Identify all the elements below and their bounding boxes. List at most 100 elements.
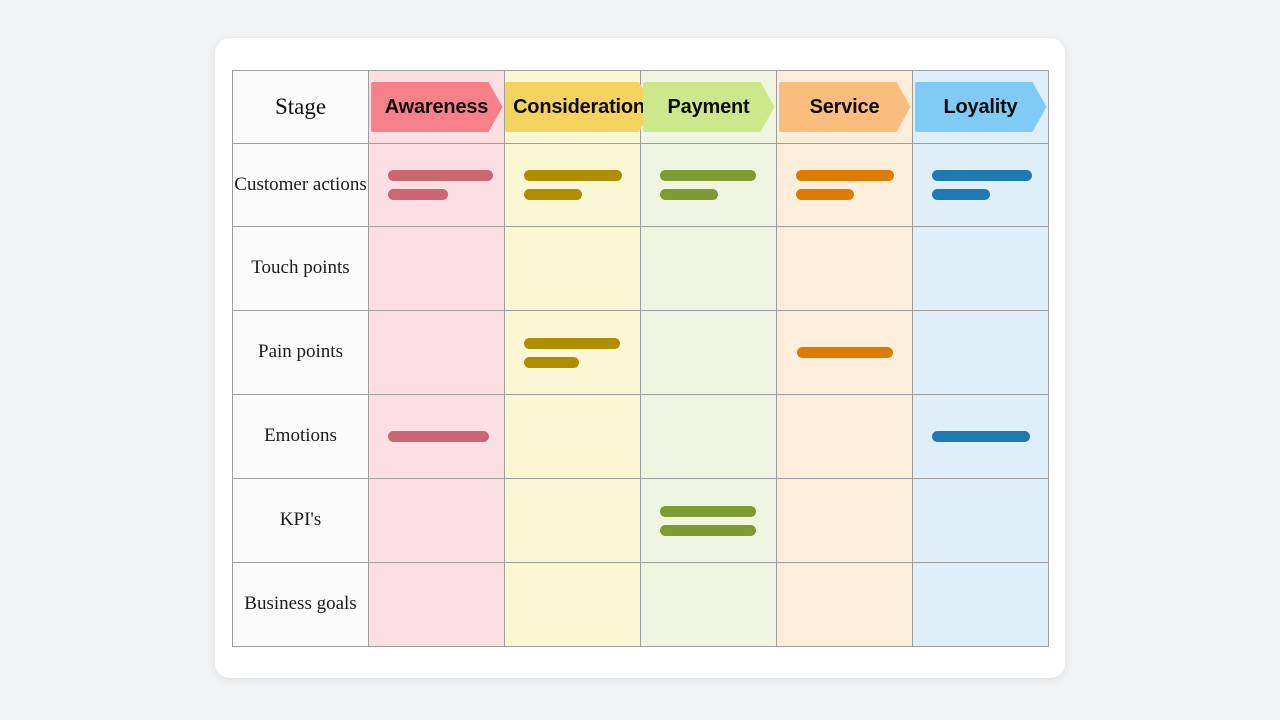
note-bar[interactable]	[388, 431, 489, 442]
stage-chevron-awareness[interactable]: Awareness	[371, 82, 503, 132]
stage-header-cell-loyality[interactable]: Loyality	[912, 70, 1049, 144]
stage-chevron-service[interactable]: Service	[779, 82, 911, 132]
cell-pain-points-loyality[interactable]	[912, 310, 1049, 395]
note-bar[interactable]	[796, 170, 894, 181]
cell-pain-points-service[interactable]	[776, 310, 913, 395]
stage-corner-label: Stage	[232, 70, 369, 144]
cell-customer-actions-consideration[interactable]	[504, 143, 641, 227]
stage-chevron-loyality[interactable]: Loyality	[915, 82, 1047, 132]
table-row: Customer actions	[232, 143, 1049, 227]
note-bar[interactable]	[524, 189, 582, 200]
cell-emotions-payment[interactable]	[640, 394, 777, 479]
cell-customer-actions-service[interactable]	[776, 143, 913, 227]
cell-customer-actions-payment[interactable]	[640, 143, 777, 227]
table-row: Touch points	[232, 226, 1049, 311]
note-group	[641, 479, 776, 562]
cell-emotions-loyality[interactable]	[912, 394, 1049, 479]
table-row: Business goals	[232, 562, 1049, 647]
note-group	[369, 479, 504, 562]
note-group	[777, 311, 912, 394]
stage-header-cell-consideration[interactable]: Consideration	[504, 70, 641, 144]
note-bar[interactable]	[932, 189, 990, 200]
note-group	[369, 144, 504, 226]
note-group	[913, 563, 1048, 646]
cell-kpi-s-payment[interactable]	[640, 478, 777, 563]
note-group	[913, 311, 1048, 394]
cell-customer-actions-loyality[interactable]	[912, 143, 1049, 227]
cell-business-goals-consideration[interactable]	[504, 562, 641, 647]
note-group	[777, 227, 912, 310]
cell-pain-points-awareness[interactable]	[368, 310, 505, 395]
note-group	[913, 479, 1048, 562]
note-bar[interactable]	[388, 189, 448, 200]
cell-touch-points-consideration[interactable]	[504, 226, 641, 311]
table-row: Pain points	[232, 310, 1049, 395]
note-group	[505, 395, 640, 478]
note-group	[641, 227, 776, 310]
note-bar[interactable]	[660, 505, 756, 517]
stage-header-cell-service[interactable]: Service	[776, 70, 913, 144]
cell-touch-points-payment[interactable]	[640, 226, 777, 311]
cell-kpi-s-service[interactable]	[776, 478, 913, 563]
note-group	[641, 395, 776, 478]
note-bar[interactable]	[931, 431, 1030, 442]
row-label-pain-points: Pain points	[232, 310, 369, 395]
note-group	[369, 311, 504, 394]
cell-touch-points-service[interactable]	[776, 226, 913, 311]
note-bar[interactable]	[524, 170, 622, 181]
cell-touch-points-loyality[interactable]	[912, 226, 1049, 311]
note-group	[505, 227, 640, 310]
note-group	[777, 144, 912, 226]
note-bar[interactable]	[660, 524, 756, 536]
note-group	[505, 144, 640, 226]
cell-business-goals-loyality[interactable]	[912, 562, 1049, 647]
row-label-touch-points: Touch points	[232, 226, 369, 311]
stage-header-cell-payment[interactable]: Payment	[640, 70, 777, 144]
stage-chevron-consideration[interactable]: Consideration	[505, 82, 653, 132]
stage-chevron-payment[interactable]: Payment	[643, 82, 775, 132]
table-row: KPI's	[232, 478, 1049, 563]
cell-kpi-s-consideration[interactable]	[504, 478, 641, 563]
row-label-business-goals: Business goals	[232, 562, 369, 647]
note-bar[interactable]	[932, 170, 1032, 181]
cell-business-goals-awareness[interactable]	[368, 562, 505, 647]
note-group	[641, 311, 776, 394]
cell-kpi-s-loyality[interactable]	[912, 478, 1049, 563]
cell-business-goals-payment[interactable]	[640, 562, 777, 647]
note-group	[369, 563, 504, 646]
note-group	[913, 395, 1048, 478]
note-group	[777, 563, 912, 646]
note-group	[641, 144, 776, 226]
cell-kpi-s-awareness[interactable]	[368, 478, 505, 563]
cell-business-goals-service[interactable]	[776, 562, 913, 647]
cell-customer-actions-awareness[interactable]	[368, 143, 505, 227]
note-group	[913, 227, 1048, 310]
note-group	[505, 311, 640, 394]
table-row: Emotions	[232, 394, 1049, 479]
note-bar[interactable]	[796, 347, 893, 358]
stage-header-cell-awareness[interactable]: Awareness	[368, 70, 505, 144]
note-bar[interactable]	[796, 189, 854, 200]
note-bar[interactable]	[388, 170, 493, 181]
cell-emotions-consideration[interactable]	[504, 394, 641, 479]
row-label-kpi-s: KPI's	[232, 478, 369, 563]
note-bar[interactable]	[660, 170, 756, 181]
note-bar[interactable]	[660, 189, 718, 200]
note-group	[505, 479, 640, 562]
cell-pain-points-payment[interactable]	[640, 310, 777, 395]
cell-emotions-awareness[interactable]	[368, 394, 505, 479]
note-group	[777, 479, 912, 562]
cell-emotions-service[interactable]	[776, 394, 913, 479]
note-group	[369, 227, 504, 310]
note-bar[interactable]	[524, 356, 579, 368]
note-group	[505, 563, 640, 646]
note-bar[interactable]	[524, 337, 620, 349]
cell-touch-points-awareness[interactable]	[368, 226, 505, 311]
cell-pain-points-consideration[interactable]	[504, 310, 641, 395]
row-label-customer-actions: Customer actions	[232, 143, 369, 227]
note-group	[641, 563, 776, 646]
